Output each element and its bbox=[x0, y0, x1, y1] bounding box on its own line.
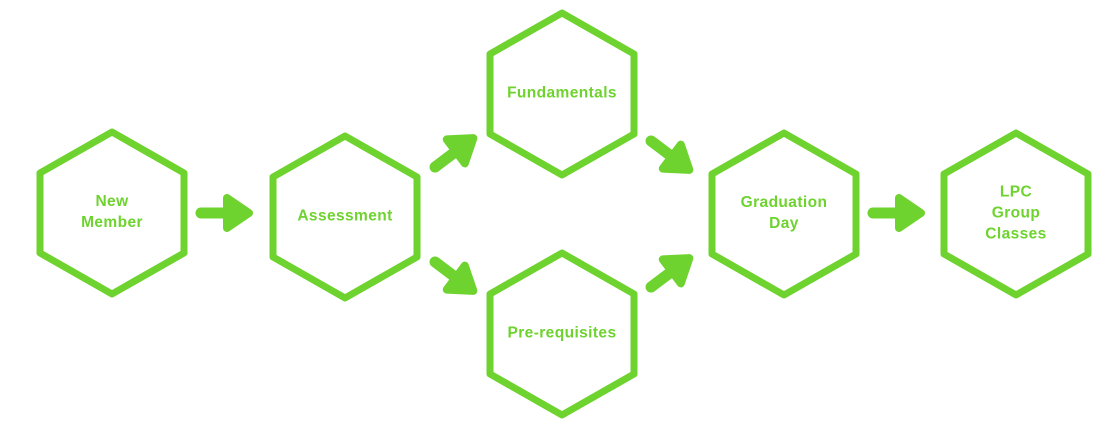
arrow-icon bbox=[429, 256, 478, 295]
node-lpc-group-classes: LPC Group Classes bbox=[938, 128, 1094, 300]
node-lpc-group-classes-label: LPC Group Classes bbox=[985, 183, 1047, 243]
node-graduation-day: Graduation Day bbox=[706, 128, 862, 300]
node-new-member: New Member bbox=[34, 127, 190, 299]
arrow-icon bbox=[195, 194, 253, 232]
node-assessment-label: Assessment bbox=[297, 207, 393, 225]
node-fundamentals-label: Fundamentals bbox=[507, 84, 617, 102]
arrow-icon bbox=[429, 134, 478, 173]
node-graduation-day-label: Graduation Day bbox=[740, 194, 828, 232]
arrow-prerequisites-to-graduation bbox=[632, 234, 711, 309]
node-assessment: Assessment bbox=[267, 131, 423, 303]
arrow-assessment-to-fundamentals bbox=[416, 114, 495, 189]
arrow-graduation-to-lpc bbox=[866, 190, 930, 236]
node-prerequisites: Pre-requisites bbox=[484, 248, 640, 420]
node-new-member-label: New Member bbox=[81, 193, 143, 231]
arrow-icon bbox=[645, 254, 694, 293]
hexagon-shape bbox=[36, 128, 188, 298]
hexagon-shape bbox=[708, 129, 860, 299]
hexagon-shape bbox=[940, 129, 1092, 299]
arrow-assessment-to-prerequisites bbox=[416, 239, 495, 314]
arrow-icon bbox=[645, 135, 694, 174]
node-fundamentals: Fundamentals bbox=[484, 8, 640, 180]
arrow-icon bbox=[867, 194, 925, 232]
arrow-new-member-to-assessment bbox=[194, 190, 258, 236]
hexagon-shape bbox=[486, 249, 638, 419]
hexagon-shape bbox=[486, 9, 638, 179]
arrow-fundamentals-to-graduation bbox=[632, 118, 711, 193]
node-prerequisites-label: Pre-requisites bbox=[507, 324, 617, 342]
hexagon-shape bbox=[269, 132, 421, 302]
